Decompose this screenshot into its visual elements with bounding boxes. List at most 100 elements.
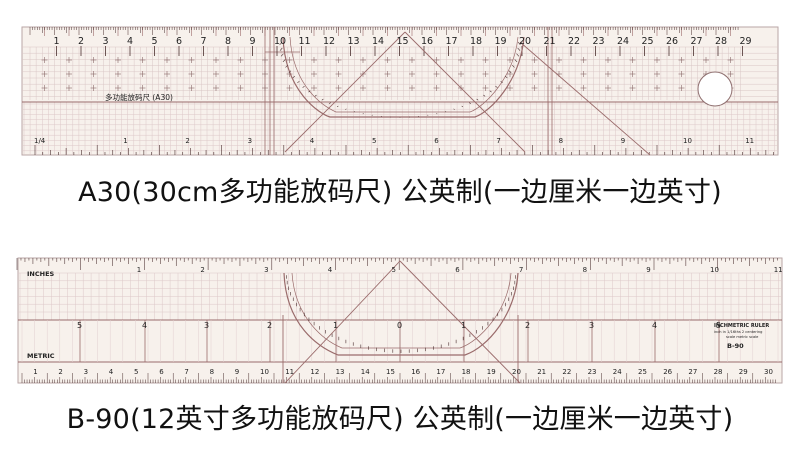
inch-label: 4 (310, 137, 315, 145)
caption-b90: B-90(12英寸多功能放码尺) 公英制(一边厘米一边英寸) (66, 404, 734, 435)
cm-label: 7 (184, 368, 188, 376)
cm-label: 16 (411, 368, 420, 376)
inch-label: 11 (774, 266, 783, 274)
curve-tick (292, 75, 296, 79)
curve-tick (512, 64, 515, 68)
cm-label: 11 (285, 368, 294, 376)
inch-label: 8 (583, 266, 587, 274)
curve-tick (285, 64, 288, 68)
center-scale-label: 1 (461, 321, 466, 330)
inch-label: 10 (710, 266, 719, 274)
center-scale-label: 3 (204, 321, 209, 330)
inch-label: 4 (328, 266, 333, 274)
diagonal-line (404, 31, 526, 153)
inch-label: 1/4 (34, 137, 46, 145)
ruler-a30-hang-hole (697, 71, 733, 107)
cm-label: 4 (127, 36, 133, 47)
cm-label: 23 (593, 36, 605, 47)
inch-label: 7 (496, 137, 500, 145)
inch-label: 9 (621, 137, 625, 145)
cm-label: 10 (260, 368, 269, 376)
center-scale-label: 2 (525, 321, 530, 330)
curve-tick (371, 114, 373, 116)
inch-label: 11 (745, 137, 754, 145)
cm-label: 4 (109, 368, 114, 376)
inch-label: 1 (137, 266, 141, 274)
ruler-b90-brand-sub2: scale metric scale (726, 335, 759, 339)
ruler-b90-curve (282, 260, 521, 384)
cm-label: 18 (462, 368, 471, 376)
cm-label: 28 (715, 36, 727, 47)
diagonal-line (519, 41, 651, 156)
cm-label: 16 (421, 36, 433, 47)
inch-label: 3 (248, 137, 252, 145)
cm-label: 20 (512, 368, 521, 376)
curve-tick (489, 90, 492, 93)
ruler-a30-body (21, 26, 779, 156)
curve-tick (461, 105, 464, 108)
cm-label: 24 (617, 36, 629, 47)
curve-tick (444, 111, 447, 113)
cm-label: 11 (299, 36, 311, 47)
inch-label: 5 (392, 266, 396, 274)
curve-tick (282, 59, 286, 63)
curve-tick (279, 41, 283, 46)
cm-label: 9 (235, 368, 239, 376)
inch-label: 5 (372, 137, 376, 145)
cm-label: 9 (250, 36, 256, 47)
curve-tick (336, 105, 339, 108)
curve-tick (517, 47, 521, 51)
cm-label: 8 (210, 368, 214, 376)
center-scale-label: 0 (397, 321, 402, 330)
diagonal-line (284, 260, 401, 384)
curve-inner-edge (291, 272, 512, 349)
cm-label: 22 (562, 368, 571, 376)
curve-tick (288, 70, 292, 74)
center-scale-label: 5 (77, 321, 82, 330)
center-scale-label: 4 (652, 321, 657, 330)
center-scale-label: 3 (589, 321, 594, 330)
ruler-b90-brand-sub1: inch in 1/16ths 2 centering (714, 330, 762, 334)
cm-label: 22 (568, 36, 580, 47)
cm-label: 20 (519, 36, 531, 47)
curve-tick (329, 102, 331, 104)
curve-tick (279, 47, 283, 51)
curve-tick (500, 80, 503, 84)
cm-label: 14 (361, 368, 370, 376)
cm-label: 12 (323, 36, 335, 47)
center-scale-label: 4 (142, 321, 147, 330)
cm-label: 2 (58, 368, 62, 376)
inch-label: 7 (519, 266, 523, 274)
cm-label: 17 (446, 36, 458, 47)
cm-label: 3 (84, 368, 88, 376)
ruler-b90-brand-label: INCHMETRIC RULER (714, 323, 769, 329)
cm-label: 25 (642, 36, 654, 47)
inch-label: 6 (434, 137, 439, 145)
cm-label: 6 (159, 368, 164, 376)
center-scale-label: 1 (333, 321, 338, 330)
curve-tick (495, 85, 498, 88)
inch-label: 9 (646, 266, 650, 274)
diagonal-line (399, 260, 521, 384)
cm-label: 1 (54, 36, 60, 47)
cm-label: 27 (688, 368, 697, 376)
diagonal-line (284, 31, 406, 153)
cm-label: 13 (336, 368, 345, 376)
cm-label: 10 (274, 36, 286, 47)
curve-tick (280, 53, 284, 57)
curve-tick (516, 53, 520, 57)
curve-tick (427, 114, 429, 116)
cm-label: 12 (310, 368, 319, 376)
inch-label: 6 (455, 266, 460, 274)
cm-label: 15 (397, 36, 409, 47)
cm-label: 2 (78, 36, 84, 47)
cm-label: 30 (764, 368, 773, 376)
ruler-b90-model-label: B-90 (727, 342, 744, 350)
cm-label: 13 (348, 36, 360, 47)
curve-tick (508, 70, 512, 74)
ruler-a30-model-label: 多功能放码尺 (A30) (105, 92, 173, 102)
cm-label: 19 (495, 36, 507, 47)
